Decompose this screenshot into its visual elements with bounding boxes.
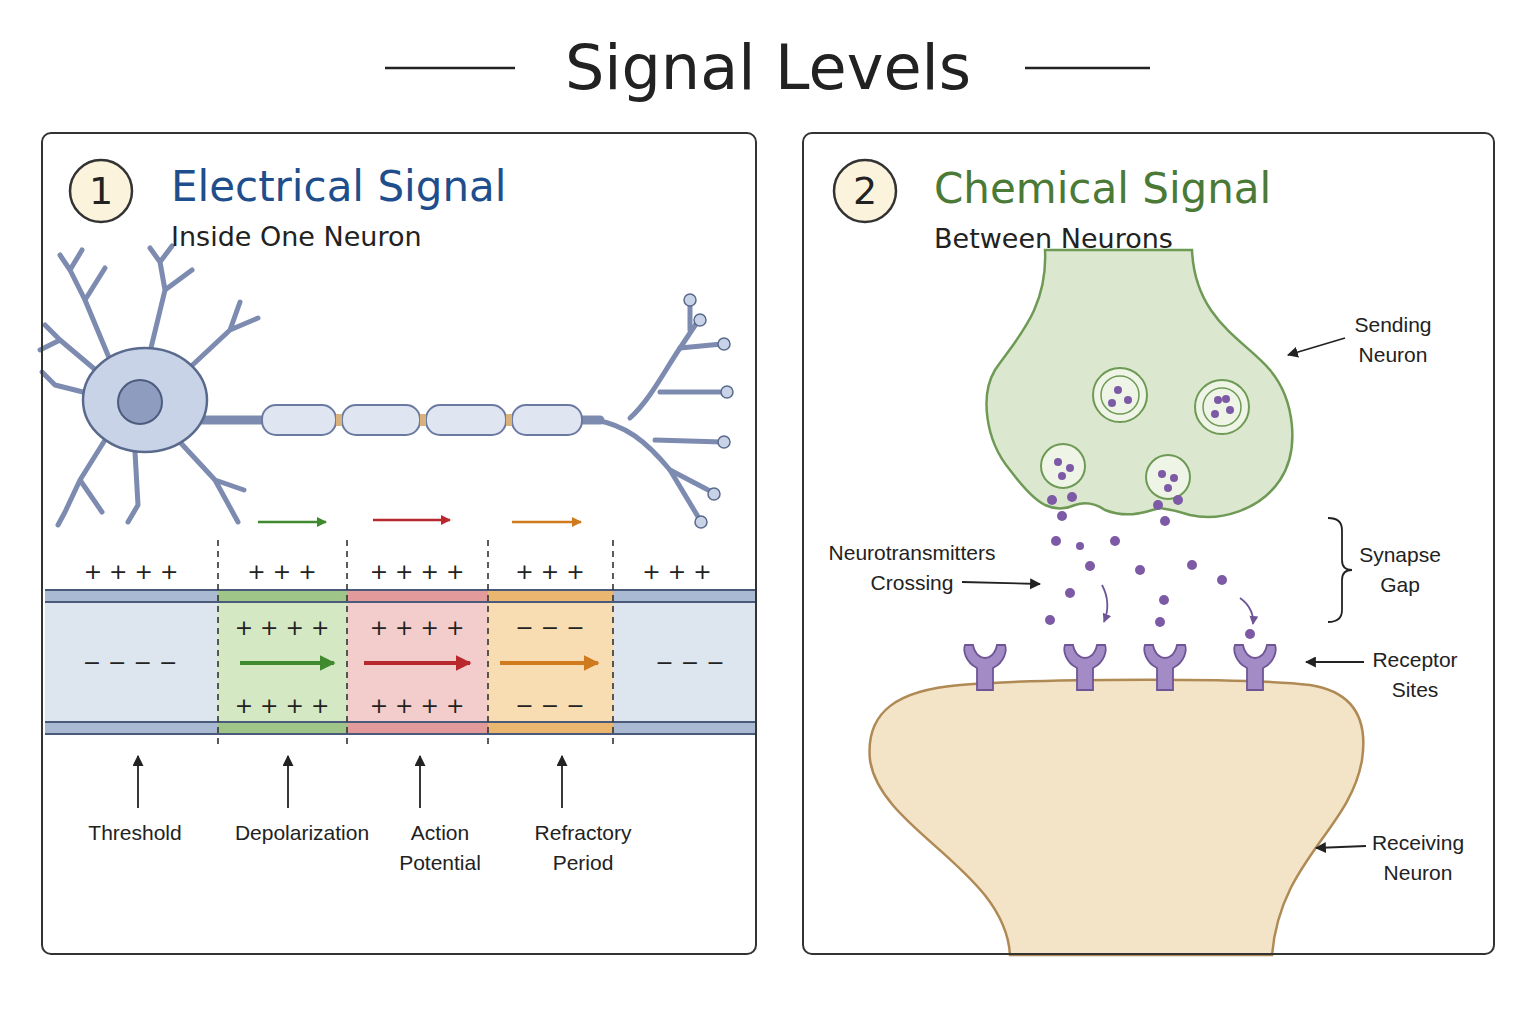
callout-label: Action Potential <box>399 818 481 878</box>
leader-arrows <box>138 756 562 808</box>
charge-signs: + + + <box>247 560 316 584</box>
callout-label: Neurotransmitters Crossing <box>829 538 996 598</box>
callout-label: Threshold <box>88 818 181 848</box>
number-circle-shape <box>834 160 896 222</box>
axon-band <box>45 540 755 745</box>
callout-number: 1 <box>68 158 134 224</box>
charge-signs: + + + + <box>370 694 465 718</box>
neuron-illustration <box>40 246 733 528</box>
charge-signs: + + + + <box>370 616 465 640</box>
panel-subtitle: Between Neurons <box>934 222 1173 256</box>
charge-signs: − − − <box>515 694 584 718</box>
callout-number-text: 2 <box>853 171 877 211</box>
callout-number-text: 1 <box>89 171 113 211</box>
panel-subtitle: Inside One Neuron <box>171 220 422 254</box>
charge-signs: + + + <box>515 560 584 584</box>
callout-label: Depolarization <box>235 818 369 848</box>
charge-signs: − − − − <box>83 651 178 675</box>
callout-label: Synapse Gap <box>1359 540 1441 600</box>
charge-signs: − − − <box>515 616 584 640</box>
callout-label: Receiving Neuron <box>1372 828 1464 888</box>
charge-signs: + + + + <box>235 694 330 718</box>
callout-leaders <box>962 338 1366 848</box>
callout-label: Receptor Sites <box>1372 645 1457 705</box>
charge-signs: + + + + <box>235 616 330 640</box>
direction-arrows <box>258 520 581 522</box>
callout-label: Refractory Period <box>535 818 632 878</box>
charge-signs: + + + <box>642 560 711 584</box>
charge-signs: + + + + <box>370 560 465 584</box>
charge-signs: − − − <box>655 651 724 675</box>
synapse-illustration <box>870 250 1364 955</box>
callout-label: Sending Neuron <box>1354 310 1431 370</box>
panel-heading: Chemical Signal <box>934 164 1271 214</box>
number-circle-shape <box>70 160 132 222</box>
panel-heading: Electrical Signal <box>171 162 506 212</box>
callout-number: 2 <box>832 158 898 224</box>
diagram-title: Signal Levels <box>565 30 971 106</box>
charge-signs: + + + + <box>84 560 179 584</box>
